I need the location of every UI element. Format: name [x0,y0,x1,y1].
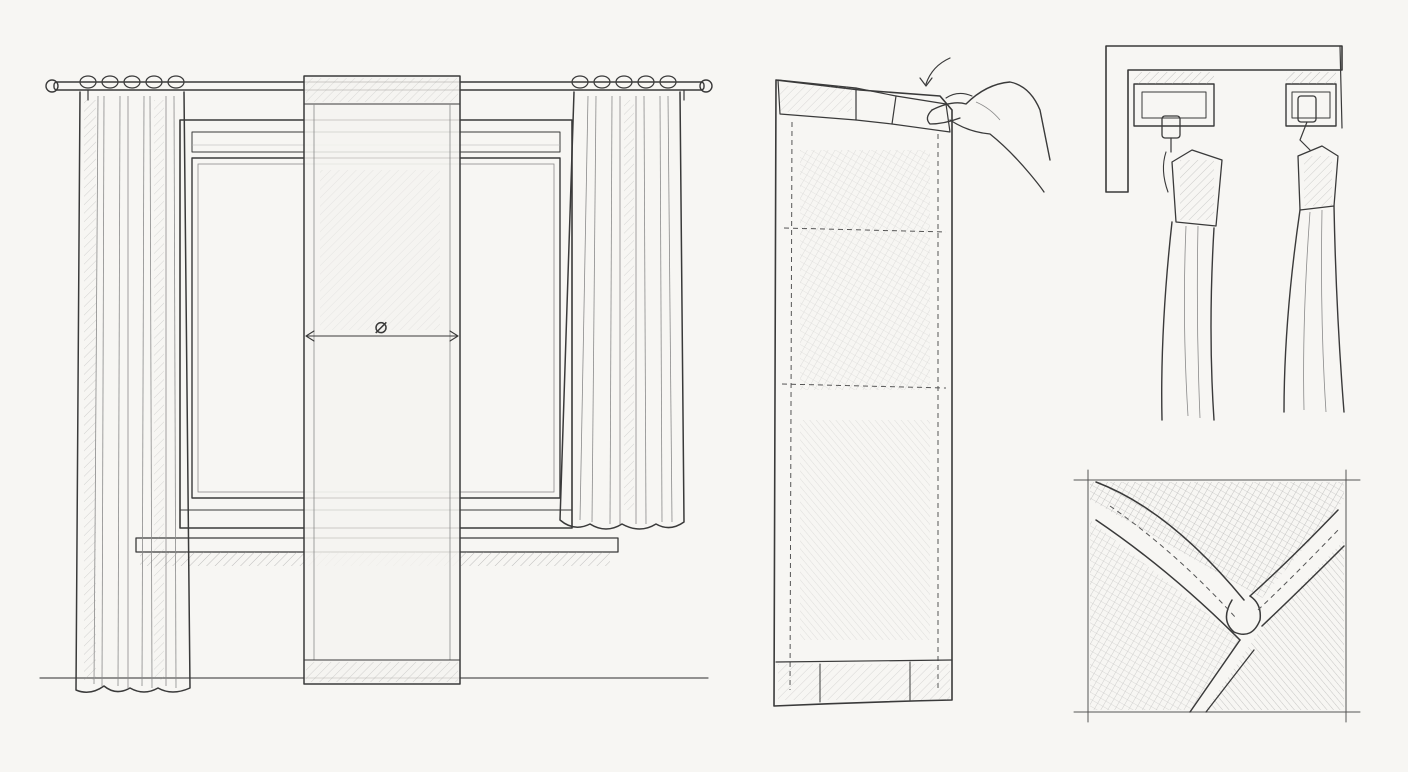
hem-detail-panel [1073,469,1361,723]
fold-panel [773,57,1051,707]
window-curtain-panel: ⌀ [39,75,713,693]
fabric-right [1283,145,1345,413]
hand-illustration [926,81,1051,193]
rail-track [1133,72,1337,127]
glider-right [1297,95,1317,151]
right-curtain [559,75,685,530]
fold-edge-top [1095,481,1245,601]
left-curtain [75,75,191,693]
rolled-hem [1109,505,1345,635]
sheer-panel [303,75,461,685]
diameter-symbol: ⌀ [374,314,387,339]
rail-section-panel [1105,45,1345,421]
glider-left [1161,115,1181,193]
fold-arrow [925,57,951,85]
fabric-left [1161,149,1223,421]
width-dimension: ⌀ [305,314,459,342]
